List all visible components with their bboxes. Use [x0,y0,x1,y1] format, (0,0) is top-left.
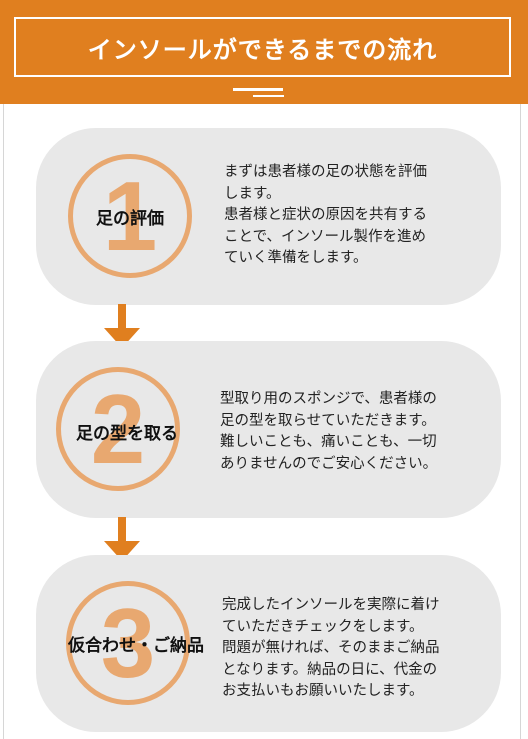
description-line: ありませんのでご安心ください。 [220,455,438,472]
step-title: 足の評価 [96,209,164,229]
step-card-3: 3 仮合わせ・ご納品 完成したインソールを実際に着け ていただきチェックをします… [36,555,501,732]
step-number-badge: 2 [56,367,180,491]
description-line: 足の型を取らせていただきます。 [220,412,436,429]
title-box: インソールができるまでの流れ [14,17,511,77]
description-line: となります。納品の日に、代金の [222,661,438,678]
description-line: ていく準備をします。 [224,250,368,266]
step-title: 足の型を取る [76,424,178,444]
description-line: お支払いもお願いいたします。 [222,683,424,699]
description-line: 難しいことも、痛いことも、一切 [220,434,437,450]
step-description: 完成したインソールを実際に着け ていただきチェックをします。 問題が無ければ、そ… [222,595,440,703]
description-line: ことで、インソール製作を進め [224,228,426,245]
step-description: まずは患者様の足の状態を評価 します。 患者様と症状の原因を共有する ことで、イ… [224,162,427,270]
step-number: 3 [100,587,156,698]
description-line: 完成したインソールを実際に着け [222,597,440,613]
title-underline-short [253,95,284,97]
page-title: インソールができるまでの流れ [87,35,438,64]
step-card-2: 2 足の型を取る 型取り用のスポンジで、患者様の 足の型を取らせていただきます。… [36,341,501,518]
step-number: 1 [102,160,158,271]
arrow-down-icon [104,517,140,561]
step-number: 2 [90,373,146,484]
description-line: 問題が無ければ、そのままご納品 [222,640,440,656]
description-line: 患者様と症状の原因を共有する [224,207,427,223]
description-line: 型取り用のスポンジで、患者様の [220,391,437,407]
description-line: まずは患者様の足の状態を評価 [224,164,427,180]
description-line: します。 [224,185,281,202]
page-frame [3,0,521,739]
step-description: 型取り用のスポンジで、患者様の 足の型を取らせていただきます。 難しいことも、痛… [220,389,437,475]
step-card-1: 1 足の評価 まずは患者様の足の状態を評価 します。 患者様と症状の原因を共有す… [36,128,501,305]
title-underline [233,88,283,91]
step-number-badge: 1 [68,154,192,278]
description-line: ていただきチェックをします。 [222,618,424,635]
header-banner: インソールができるまでの流れ [0,0,528,104]
step-title: 仮合わせ・ご納品 [68,636,204,656]
step-number-badge: 3 [66,581,190,705]
arrow-down-icon [104,304,140,348]
